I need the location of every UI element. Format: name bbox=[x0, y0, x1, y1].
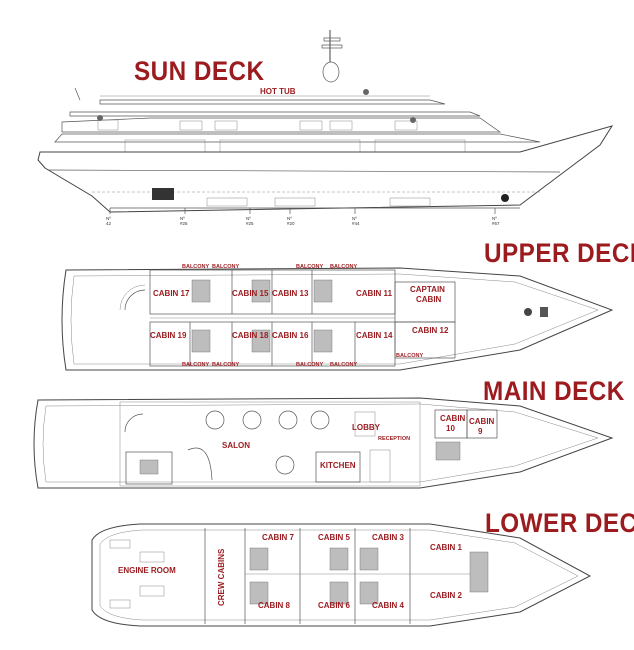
balcony-label: BALCONY bbox=[182, 264, 210, 270]
svg-text:Nº: Nº bbox=[246, 216, 251, 221]
svg-text:Nº: Nº bbox=[106, 216, 111, 221]
lower-deck-plan: ENGINE ROOM CREW CABINS CABIN 7 CABIN 5 … bbox=[91, 523, 592, 627]
engine-room-label: ENGINE ROOM bbox=[118, 566, 176, 575]
svg-text:Nº: Nº bbox=[352, 216, 357, 221]
balcony-label: BALCONY bbox=[396, 353, 424, 359]
balcony-label: BALCONY bbox=[330, 264, 358, 270]
svg-text:#44: #44 bbox=[352, 221, 360, 226]
cabin-13-label: CABIN 13 bbox=[272, 289, 309, 298]
svg-text:42: 42 bbox=[106, 221, 112, 226]
balcony-label: BALCONY bbox=[212, 362, 240, 368]
reception-label: RECEPTION bbox=[378, 436, 410, 442]
balcony-label: BALCONY bbox=[182, 362, 210, 368]
svg-text:Nº: Nº bbox=[492, 216, 497, 221]
cabin-3-label: CABIN 3 bbox=[372, 533, 405, 542]
cabin-9-number: 9 bbox=[478, 427, 483, 436]
cabin-15-label: CABIN 15 bbox=[232, 289, 269, 298]
cabin-12-label: CABIN 12 bbox=[412, 326, 449, 335]
cabin-18-label: CABIN 18 bbox=[232, 331, 269, 340]
cabin-9-label: CABIN bbox=[469, 417, 495, 426]
cabin-11-label: CABIN 11 bbox=[356, 289, 393, 298]
balcony-label: BALCONY bbox=[212, 264, 240, 270]
cabin-8-label: CABIN 8 bbox=[258, 601, 291, 610]
cabin-2-label: CABIN 2 bbox=[430, 591, 463, 600]
balcony-label: BALCONY bbox=[296, 362, 324, 368]
upper-deck-title: UPPER DECK bbox=[484, 238, 634, 268]
salon-label: SALON bbox=[222, 441, 250, 450]
main-deck-plan: SALON LOBBY RECEPTION KITCHEN CABIN 10 C… bbox=[33, 397, 614, 489]
svg-text:Nº: Nº bbox=[287, 216, 292, 221]
lobby-label: LOBBY bbox=[352, 423, 381, 432]
cabin-1-label: CABIN 1 bbox=[430, 543, 463, 552]
cabin-10-number: 10 bbox=[446, 424, 455, 433]
sun-deck-title: SUN DECK bbox=[134, 56, 265, 86]
captain-cabin-label: CAPTAIN bbox=[410, 285, 445, 294]
cabin-14-label: CABIN 14 bbox=[356, 331, 393, 340]
svg-text:#25: #25 bbox=[180, 221, 188, 226]
crew-cabins-label: CREW CABINS bbox=[217, 548, 226, 606]
cabin-6-label: CABIN 6 bbox=[318, 601, 351, 610]
captain-cabin-label: CABIN bbox=[416, 295, 442, 304]
cabin-19-label: CABIN 19 bbox=[150, 331, 187, 340]
svg-text:Nº: Nº bbox=[180, 216, 185, 221]
svg-text:#67: #67 bbox=[492, 221, 500, 226]
lower-deck-title: LOWER DECK bbox=[485, 508, 634, 538]
balcony-label: BALCONY bbox=[330, 362, 358, 368]
cabin-17-label: CABIN 17 bbox=[153, 289, 190, 298]
svg-text:#20: #20 bbox=[287, 221, 295, 226]
hot-tub-label: HOT TUB bbox=[260, 87, 296, 96]
main-deck-title: MAIN DECK bbox=[483, 376, 625, 406]
balcony-label: BALCONY bbox=[296, 264, 324, 270]
upper-deck-plan: BALCONY BALCONY BALCONY BALCONY BALCONY … bbox=[61, 264, 614, 371]
kitchen-label: KITCHEN bbox=[320, 461, 356, 470]
cabin-5-label: CABIN 5 bbox=[318, 533, 351, 542]
cabin-16-label: CABIN 16 bbox=[272, 331, 309, 340]
cabin-10-label: CABIN bbox=[440, 414, 466, 423]
svg-text:#25: #25 bbox=[246, 221, 254, 226]
cabin-7-label: CABIN 7 bbox=[262, 533, 295, 542]
cabin-4-label: CABIN 4 bbox=[372, 601, 405, 610]
